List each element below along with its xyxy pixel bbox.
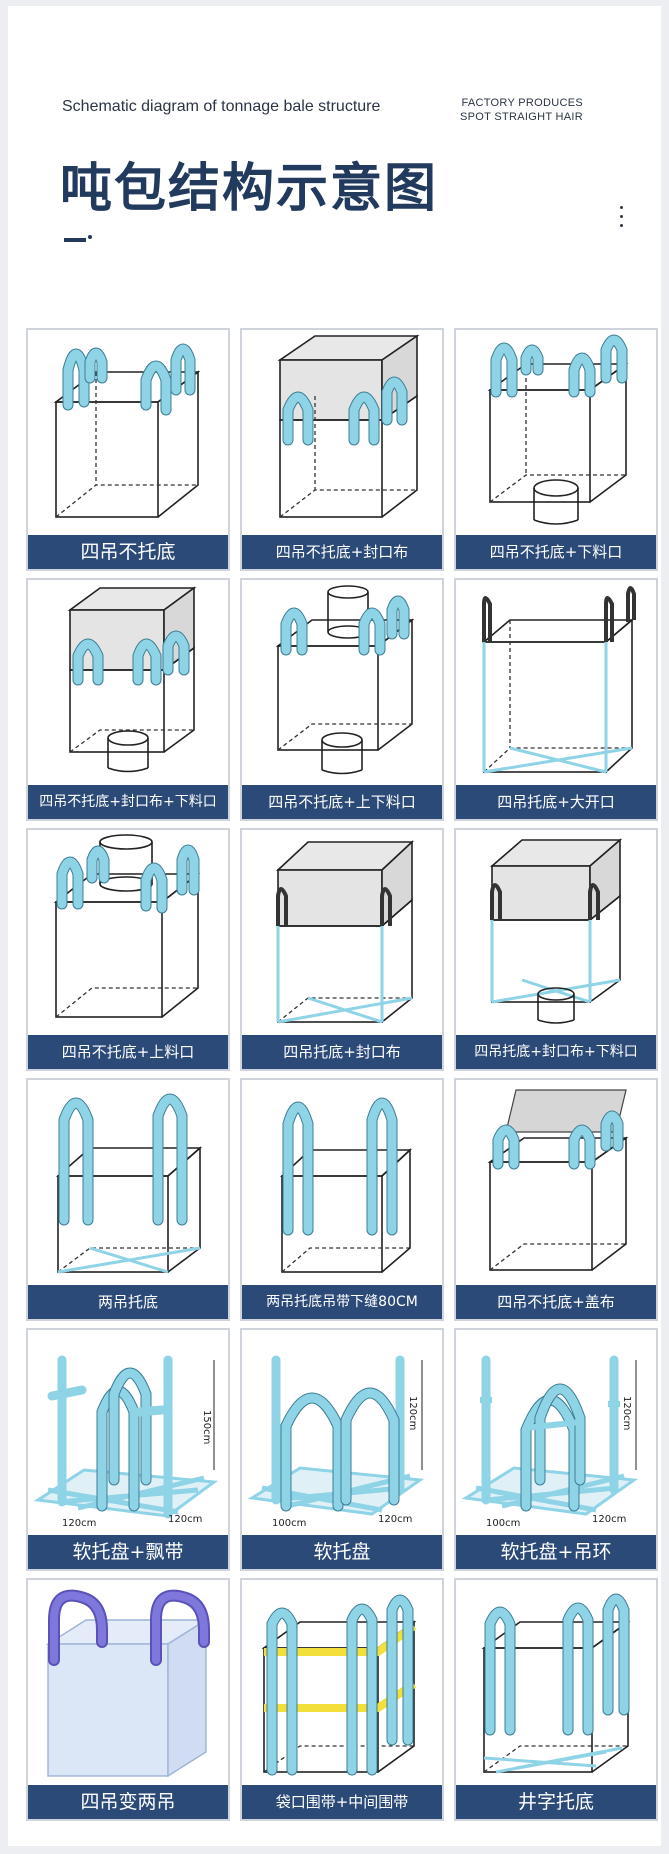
bag-card-6[interactable]: 四吊托底+大开口 [454, 578, 658, 821]
bag-card-3[interactable]: 四吊不托底+下料口 [454, 328, 658, 571]
bag-label-7: 四吊不托底+上料口 [28, 1035, 228, 1069]
bag-diagram-13: 150cm 120cm 120cm [33, 1355, 219, 1529]
bag-label-11: 两吊托底吊带下缝80CM [242, 1285, 442, 1319]
bag-card-17[interactable]: 袋口围带+中间围带 [240, 1578, 444, 1821]
bag-diagram-1 [53, 343, 201, 518]
bag-label-16: 四吊变两吊 [28, 1785, 228, 1819]
dim-width-14: 120cm [378, 1514, 412, 1525]
bag-card-15[interactable]: 120cm 100cm 120cm 软托盘+吊环 [454, 1328, 658, 1571]
bag-diagram-10 [55, 1093, 203, 1274]
title-dot [88, 235, 92, 239]
bag-card-14[interactable]: 120cm 100cm 120cm 软托盘 [240, 1328, 444, 1571]
subtitle-en: Schematic diagram of tonnage bale struct… [62, 98, 381, 115]
factory-line-2: SPOT STRAIGHT HAIR [460, 111, 583, 123]
bag-diagram-9 [489, 838, 623, 1024]
bag-card-16[interactable]: 四吊变两吊 [26, 1578, 230, 1821]
bag-diagram-8 [275, 840, 415, 1024]
bag-label-4: 四吊不托底+封口布+下料口 [28, 785, 228, 819]
bag-card-2[interactable]: 四吊不托底+封口布 [240, 328, 444, 571]
page-title: 吨包结构示意图 [60, 159, 439, 219]
bag-card-5[interactable]: 四吊不托底+上下料口 [240, 578, 444, 821]
bag-card-1[interactable]: 四吊不托底 [26, 328, 230, 571]
bag-card-8[interactable]: 四吊托底+封口布 [240, 828, 444, 1071]
bag-card-13[interactable]: 150cm 120cm 120cm 软托盘+飘带 [26, 1328, 230, 1571]
bag-diagram-6 [481, 586, 636, 774]
bag-card-12[interactable]: 四吊不托底+盖布 [454, 1078, 658, 1321]
bag-diagram-14: 120cm 100cm 120cm [247, 1355, 425, 1529]
bag-diagram-18 [481, 1593, 631, 1774]
bag-card-7[interactable]: 四吊不托底+上料口 [26, 828, 230, 1071]
bag-label-10: 两吊托底 [28, 1285, 228, 1319]
dim-width-15: 120cm [592, 1514, 626, 1525]
bag-card-10[interactable]: 两吊托底 [26, 1078, 230, 1321]
bag-card-9[interactable]: 四吊托底+封口布+下料口 [454, 828, 658, 1071]
dim-length-13: 120cm [62, 1518, 96, 1529]
bag-label-3: 四吊不托底+下料口 [456, 535, 656, 569]
bag-diagram-16 [45, 1589, 210, 1778]
dim-length-14: 100cm [272, 1518, 306, 1529]
bag-label-9: 四吊托底+封口布+下料口 [456, 1035, 656, 1069]
dim-height-14: 120cm [407, 1396, 418, 1430]
bag-label-2: 四吊不托底+封口布 [242, 535, 442, 569]
factory-tagline: FACTORY PRODUCES SPOT STRAIGHT HAIR [460, 96, 583, 124]
dim-width-13: 120cm [168, 1514, 202, 1525]
bag-label-6: 四吊托底+大开口 [456, 785, 656, 819]
bag-diagram-3 [487, 334, 629, 525]
bag-label-8: 四吊托底+封口布 [242, 1035, 442, 1069]
bag-diagram-7 [53, 834, 201, 1018]
bag-label-15: 软托盘+吊环 [456, 1535, 656, 1569]
bag-diagram-11 [279, 1097, 413, 1273]
bag-label-14: 软托盘 [242, 1535, 442, 1569]
dim-height-15: 120cm [621, 1396, 632, 1430]
bag-diagram-5 [275, 585, 415, 775]
bag-diagram-4 [67, 586, 197, 773]
bag-label-13: 软托盘+飘带 [28, 1535, 228, 1569]
bag-card-4[interactable]: 四吊不托底+封口布+下料口 [26, 578, 230, 821]
bag-diagram-12 [487, 1089, 629, 1271]
bag-diagram-17 [261, 1594, 417, 1776]
bag-label-5: 四吊不托底+上下料口 [242, 785, 442, 819]
factory-line-1: FACTORY PRODUCES [461, 97, 583, 109]
dim-length-15: 100cm [486, 1518, 520, 1529]
bag-diagram-15: 120cm 100cm 120cm [461, 1355, 639, 1529]
bag-label-12: 四吊不托底+盖布 [456, 1285, 656, 1319]
more-menu-icon[interactable] [620, 206, 626, 233]
dim-height-13: 150cm [201, 1410, 212, 1444]
bag-diagram-2 [277, 334, 420, 518]
bag-card-11[interactable]: 两吊托底吊带下缝80CM [240, 1078, 444, 1321]
bag-label-1: 四吊不托底 [28, 535, 228, 569]
bag-label-17: 袋口围带+中间围带 [242, 1785, 442, 1819]
bag-label-18: 井字托底 [456, 1785, 656, 1819]
title-underline [64, 238, 86, 242]
bag-card-18[interactable]: 井字托底 [454, 1578, 658, 1821]
